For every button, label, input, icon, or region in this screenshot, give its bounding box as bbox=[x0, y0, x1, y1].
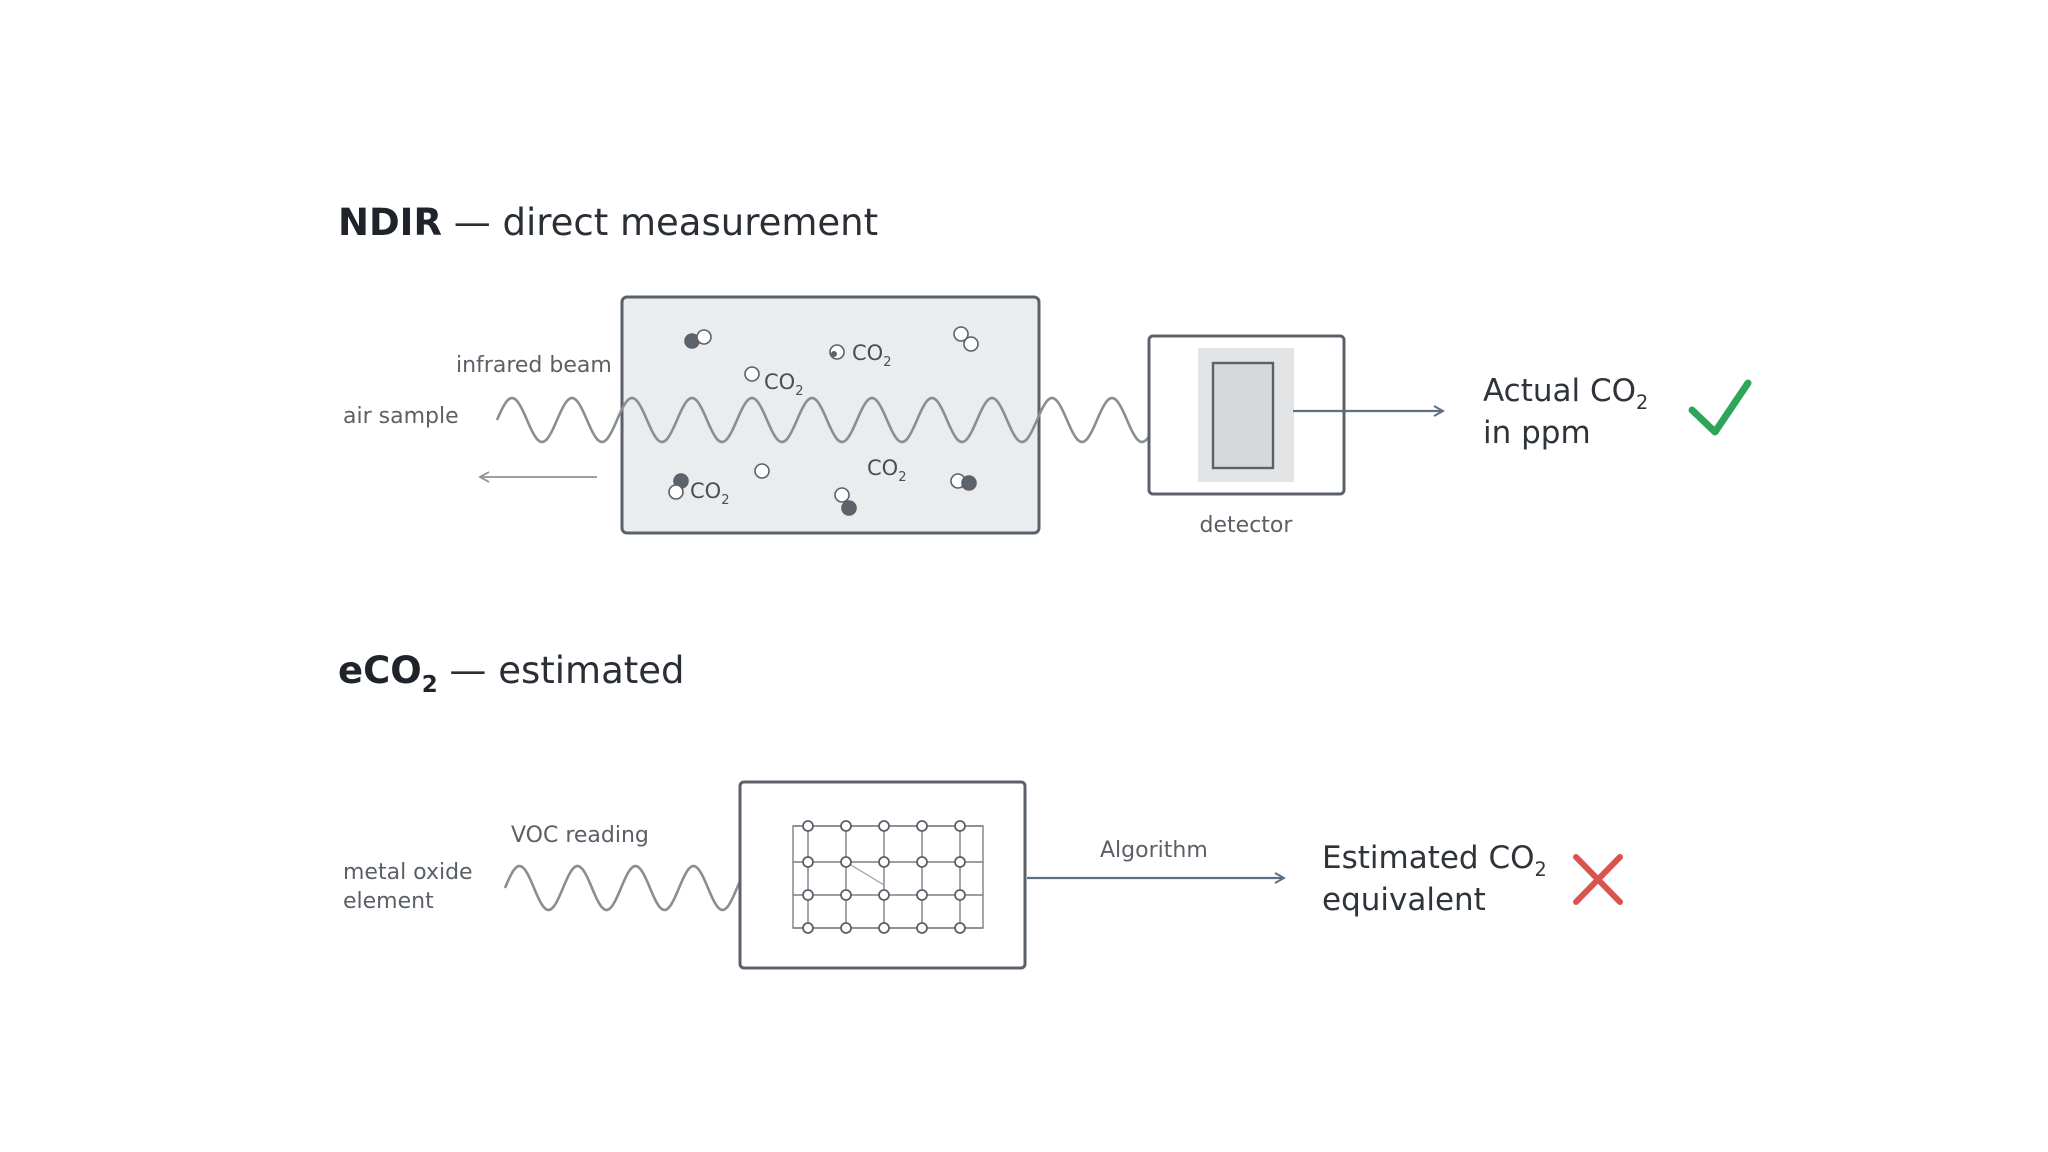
voc-signal-wave bbox=[503, 864, 761, 912]
sensor-node bbox=[954, 820, 966, 832]
sensor-node bbox=[954, 922, 966, 934]
ndir-title: NDIR — direct measurement bbox=[338, 201, 878, 244]
co2-molecule-label: CO2 bbox=[690, 479, 729, 508]
sensor-node bbox=[802, 856, 814, 868]
cross-icon bbox=[1573, 854, 1623, 905]
infrared-wave bbox=[495, 396, 1227, 444]
molecule-single bbox=[754, 463, 770, 479]
element-label: element bbox=[343, 889, 434, 914]
metal-oxide-label: metal oxide bbox=[343, 860, 473, 885]
molecule-dimer bbox=[953, 326, 979, 352]
checkmark-icon bbox=[1688, 379, 1752, 436]
air-sample-label: air sample bbox=[343, 404, 459, 429]
molecule-single bbox=[744, 366, 760, 382]
sensor-node bbox=[802, 889, 814, 901]
molecule-dimer bbox=[950, 473, 977, 491]
sample-chamber bbox=[620, 295, 1041, 535]
sensor-node bbox=[954, 856, 966, 868]
ndir-result-line1: Actual CO2 bbox=[1483, 373, 1648, 414]
sensor-node bbox=[916, 820, 928, 832]
co2-molecule-label: CO2 bbox=[852, 341, 891, 370]
co2-molecule-label: CO2 bbox=[764, 370, 803, 399]
metal-oxide-sensor-chip bbox=[738, 780, 1027, 970]
molecule-group bbox=[668, 326, 979, 516]
infrared-beam-label: infrared beam bbox=[456, 353, 612, 378]
sensor-node bbox=[916, 889, 928, 901]
sensor-node bbox=[840, 889, 852, 901]
voc-reading-label: VOC reading bbox=[511, 823, 649, 848]
molecule-single bbox=[831, 351, 837, 357]
sensor-node bbox=[802, 922, 814, 934]
eco2-title: eCO2 — estimated bbox=[338, 649, 685, 698]
sensor-node bbox=[954, 889, 966, 901]
co2-molecule-label: CO2 bbox=[867, 456, 906, 485]
sensor-node bbox=[878, 820, 890, 832]
eco2-result-line1: Estimated CO2 bbox=[1322, 840, 1547, 881]
sensor-node bbox=[878, 889, 890, 901]
molecule-dimer bbox=[834, 487, 857, 516]
molecule-dimer bbox=[684, 329, 712, 349]
algorithm-label: Algorithm bbox=[1100, 838, 1208, 863]
detector-sensor bbox=[1211, 361, 1275, 470]
molecule-dimer bbox=[668, 473, 689, 500]
sensor-node bbox=[878, 856, 890, 868]
sensor-node bbox=[840, 820, 852, 832]
sensor-node-grid bbox=[792, 820, 984, 934]
sensor-node bbox=[916, 856, 928, 868]
sensor-node bbox=[878, 922, 890, 934]
detector-label: detector bbox=[1200, 513, 1294, 538]
sensor-node bbox=[840, 856, 852, 868]
sensor-node bbox=[916, 922, 928, 934]
eco2-result-line2: equivalent bbox=[1322, 882, 1486, 918]
sensor-node bbox=[802, 820, 814, 832]
sensor-node bbox=[840, 922, 852, 934]
ndir-result-line2: in ppm bbox=[1483, 415, 1591, 451]
